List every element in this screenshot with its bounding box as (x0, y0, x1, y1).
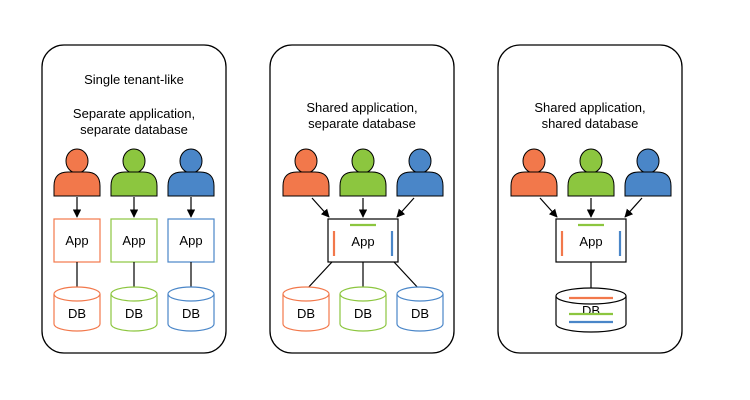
panel-2-title-line-2: separate database (308, 116, 416, 131)
arrow-user-to-app (396, 197, 415, 218)
panel-1-title-line-2: separate database (80, 122, 188, 137)
panel-2-frame (269, 44, 455, 354)
arrow-user-to-app (624, 197, 643, 218)
database-cylinder-icon (396, 286, 444, 332)
user-icon (624, 148, 672, 197)
user-icon (53, 148, 101, 197)
panel-3-frame (497, 44, 683, 354)
connector-line (305, 261, 333, 291)
app-box (167, 218, 215, 263)
db-label: DB (411, 306, 429, 321)
app-label: App (351, 234, 374, 249)
database-cylinder-icon (282, 286, 330, 332)
db-label: DB (125, 306, 143, 321)
panel-shared-app-separate-db: Shared application, separate database Ap… (269, 44, 455, 354)
db-label: DB (297, 306, 315, 321)
user-icon (510, 148, 558, 197)
db-label: DB (182, 306, 200, 321)
database-cylinder-icon (53, 286, 101, 332)
database-cylinder-icon (110, 286, 158, 332)
panel-1-subtitle: Single tenant-like (84, 72, 184, 87)
database-cylinder-icon (339, 286, 387, 332)
app-box (110, 218, 158, 263)
shared-app-box (555, 218, 627, 263)
db-label: DB (68, 306, 86, 321)
arrow-user-to-app (311, 197, 330, 218)
panel-3-title-line-2: shared database (542, 116, 639, 131)
panel-3-title-line-1: Shared application, (534, 100, 645, 115)
connector-line (393, 261, 421, 291)
app-label: App (122, 233, 145, 248)
shared-app-box (327, 218, 399, 263)
app-label: App (179, 233, 202, 248)
panel-shared-app-shared-db: Shared application, shared database App (497, 44, 683, 354)
panel-2-title-line-1: Shared application, (306, 100, 417, 115)
user-icon (167, 148, 215, 197)
user-icon (282, 148, 330, 197)
app-label: App (579, 234, 602, 249)
user-icon (567, 148, 615, 197)
arrow-user-to-app (539, 197, 558, 218)
user-icon (339, 148, 387, 197)
panel-separate-app-separate-db: Single tenant-like Separate application,… (41, 44, 227, 354)
app-label: App (65, 233, 88, 248)
db-label: DB (354, 306, 372, 321)
panel-1-title-line-1: Separate application, (73, 106, 195, 121)
db-label: DB (582, 303, 600, 318)
app-box (53, 218, 101, 263)
user-icon (396, 148, 444, 197)
user-icon (110, 148, 158, 197)
database-cylinder-icon (167, 286, 215, 332)
